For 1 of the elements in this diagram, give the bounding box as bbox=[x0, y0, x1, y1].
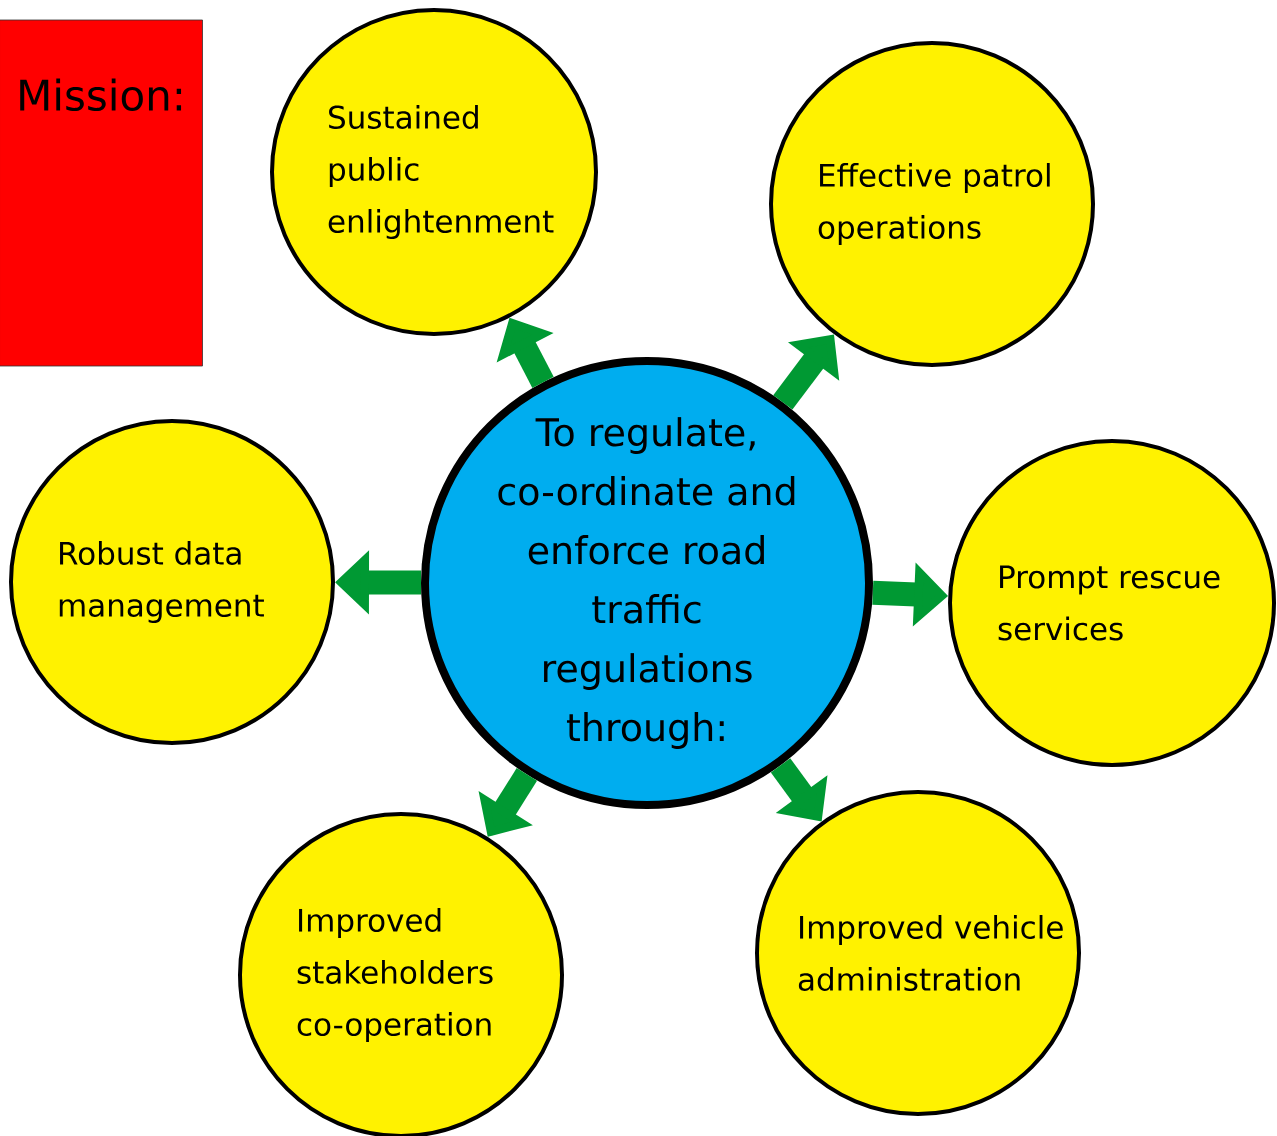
mission-box: Mission: bbox=[0, 19, 203, 367]
